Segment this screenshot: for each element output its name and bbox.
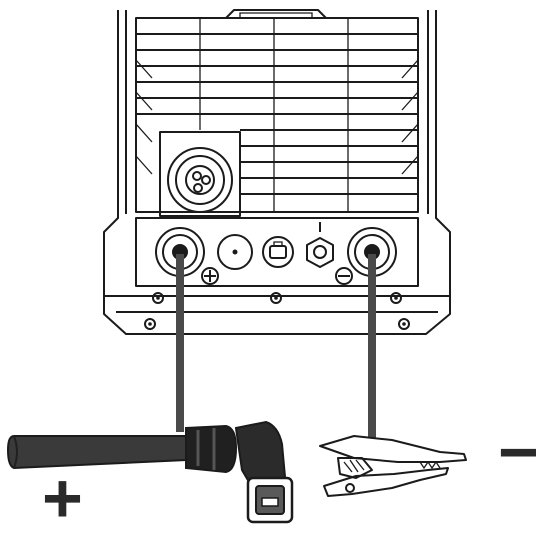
ground-clamp-icon [319, 435, 467, 497]
housing-screws [144, 292, 410, 330]
cables [176, 254, 376, 438]
switch-connector [262, 236, 294, 268]
positive-polarity-label: + [42, 459, 83, 537]
negative-terminal-icon [335, 227, 397, 285]
electrode-holder-icon [6, 420, 294, 524]
negative-polarity-label: − [498, 413, 536, 491]
control-socket [217, 234, 253, 270]
positive-terminal-icon [155, 227, 219, 285]
ventilation-grille [135, 18, 419, 212]
gas-inlet-nut [306, 222, 334, 268]
torch-connector-panel [159, 131, 241, 217]
gas-torch-connector-icon [167, 147, 233, 213]
